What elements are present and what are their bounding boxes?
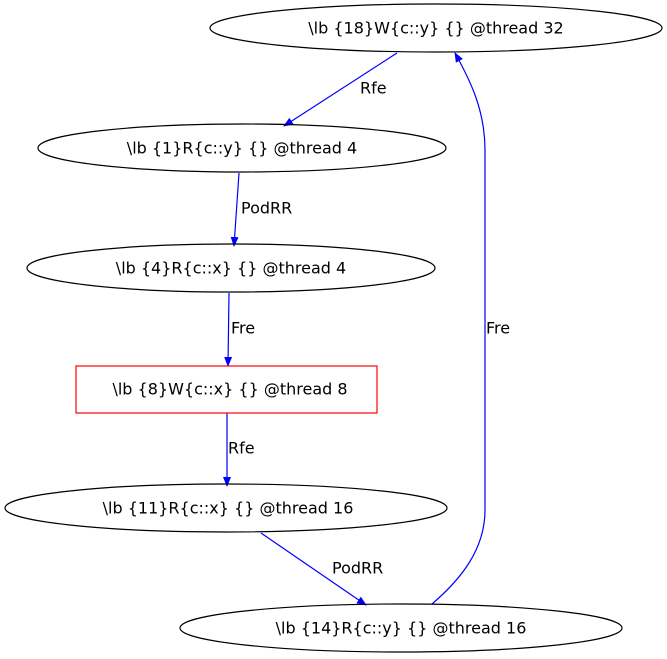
edge-n8-n11[interactable]: Rfe xyxy=(223,413,255,487)
edge-line xyxy=(224,292,233,367)
node-label: \lb {18}W{c::y} {} @thread 32 xyxy=(308,19,563,38)
edge-line xyxy=(283,52,398,127)
edge-n11-n14[interactable]: PodRR xyxy=(260,532,383,606)
edge-label: Rfe xyxy=(228,439,255,458)
node-label: \lb {8}W{c::x} {} @thread 8 xyxy=(112,380,347,399)
edge-n18-n1[interactable]: Rfe xyxy=(283,52,398,127)
edge-label: Fre xyxy=(231,319,255,338)
edge-label: PodRR xyxy=(332,559,383,578)
node-shape xyxy=(26,243,436,293)
edge-n4-n8[interactable]: Fre xyxy=(224,292,255,367)
edge-line xyxy=(230,172,240,247)
node-shape xyxy=(4,483,448,533)
edge-line xyxy=(431,52,486,605)
node-shape xyxy=(209,3,663,53)
node-n8[interactable]: \lb {8}W{c::x} {} @thread 8 xyxy=(75,365,378,414)
node-shape xyxy=(179,603,623,653)
edge-n14-n18[interactable]: Fre xyxy=(431,52,510,605)
edges: Rfe PodRR Fre Rfe PodRR Fre xyxy=(223,52,510,606)
node-n4[interactable]: \lb {4}R{c::x} {} @thread 4 xyxy=(26,243,436,293)
edge-label: Rfe xyxy=(360,79,387,98)
node-label: \lb {1}R{c::y} {} @thread 4 xyxy=(127,139,357,158)
edge-line xyxy=(260,532,367,606)
edge-label: PodRR xyxy=(241,199,292,218)
node-n1[interactable]: \lb {1}R{c::y} {} @thread 4 xyxy=(37,123,447,173)
node-label: \lb {14}R{c::y} {} @thread 16 xyxy=(276,619,527,638)
node-n11[interactable]: \lb {11}R{c::x} {} @thread 16 xyxy=(4,483,448,533)
node-label: \lb {11}R{c::x} {} @thread 16 xyxy=(103,499,354,518)
nodes: \lb {18}W{c::y} {} @thread 32 \lb {1}R{c… xyxy=(4,3,663,653)
node-shape-highlighted xyxy=(75,365,378,414)
node-n18[interactable]: \lb {18}W{c::y} {} @thread 32 xyxy=(209,3,663,53)
edge-n1-n4[interactable]: PodRR xyxy=(230,172,292,247)
edge-label: Fre xyxy=(486,319,510,338)
node-shape xyxy=(37,123,447,173)
node-label: \lb {4}R{c::x} {} @thread 4 xyxy=(116,259,346,278)
node-n14[interactable]: \lb {14}R{c::y} {} @thread 16 xyxy=(179,603,623,653)
